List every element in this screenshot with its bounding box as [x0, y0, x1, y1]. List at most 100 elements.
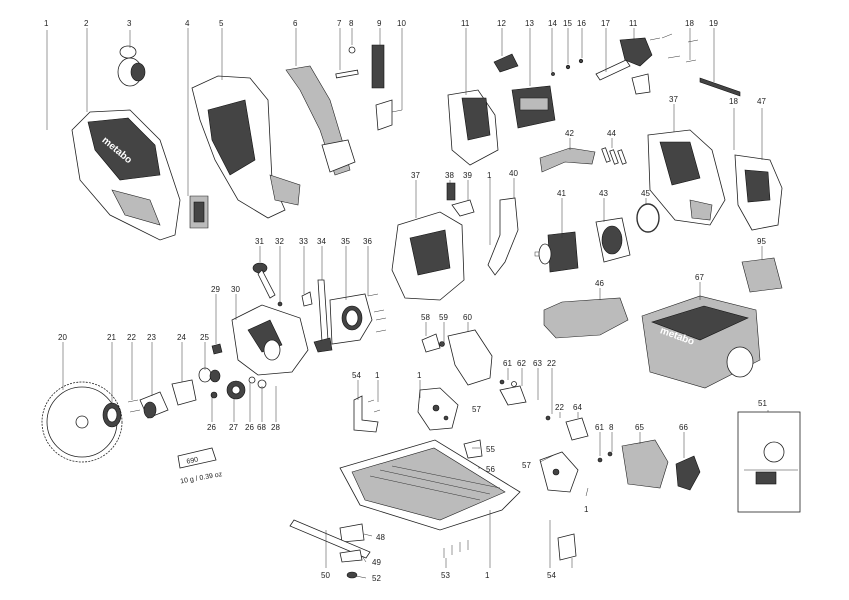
label-16: 16	[577, 19, 586, 28]
bevel-bracket	[417, 387, 459, 431]
screws-36	[367, 293, 387, 333]
guide-bar-parts	[289, 519, 371, 579]
label-68: 68	[257, 423, 266, 432]
left-housing	[391, 211, 465, 301]
handle-grip	[539, 147, 596, 173]
label-61: 61	[503, 359, 512, 368]
label-26b: 26	[245, 423, 254, 432]
base-plate	[339, 439, 521, 531]
clamp-64	[545, 415, 589, 441]
label-1001: 51	[758, 399, 767, 408]
curved-guard	[285, 65, 356, 176]
label-33: 33	[299, 237, 308, 246]
label-2: 2	[84, 19, 89, 28]
handle-housing	[647, 129, 726, 226]
label-7: 7	[337, 19, 342, 28]
label-57b: 57	[522, 461, 531, 470]
label-15: 15	[563, 19, 572, 28]
switch-bar	[595, 37, 653, 95]
leader-lines	[46, 28, 769, 579]
depth-knob-parts	[252, 262, 313, 307]
label-11: 11	[461, 19, 470, 28]
label-53: 1	[485, 571, 490, 580]
blade-guard-housing: metabo	[71, 109, 181, 241]
label-36: 36	[363, 237, 372, 246]
label-37a: 37	[669, 95, 678, 104]
label-49: 52	[372, 574, 381, 583]
grease-tube: 690	[177, 447, 217, 469]
gear-set	[210, 376, 267, 400]
label-4: 4	[185, 19, 190, 28]
label-29: 29	[211, 285, 220, 294]
label-47: 47	[757, 97, 766, 106]
label-57a: 57	[472, 405, 481, 414]
handle-cover	[543, 297, 629, 339]
label-22b: 22	[547, 359, 556, 368]
label-54: 54	[352, 371, 361, 380]
callout-labels: 1 2 3 4 5 6 7 8 9 10 11 12 13 14 15 16 1…	[44, 19, 767, 583]
label-42: 42	[565, 129, 574, 138]
label-37b: 37	[411, 171, 420, 180]
label-31: 31	[255, 237, 264, 246]
label-95: 95	[757, 237, 766, 246]
label-10: 10	[397, 19, 406, 28]
label-24: 24	[177, 333, 186, 342]
ring	[636, 203, 660, 233]
battery-pack: metabo	[641, 295, 761, 389]
housing-back	[734, 154, 783, 231]
lock-parts	[446, 182, 475, 217]
label-62: 62	[517, 359, 526, 368]
small-fasteners	[499, 379, 527, 406]
label-22c: 22	[555, 403, 564, 412]
upper-guard	[191, 75, 301, 219]
label-5: 5	[219, 19, 224, 28]
label-66: 66	[679, 423, 688, 432]
label-1c: 1	[487, 171, 492, 180]
label-65: 65	[635, 423, 644, 432]
label-6: 6	[293, 19, 298, 28]
label-19: 19	[709, 19, 718, 28]
saw-blade	[41, 381, 123, 463]
lever-34	[313, 279, 333, 353]
screws-and-hex-key	[649, 33, 741, 97]
carbon-brushes	[601, 147, 627, 165]
svg-text:690: 690	[186, 456, 199, 465]
pin-spring-set	[335, 44, 393, 131]
label-61b: 61	[595, 423, 604, 432]
guard-plate	[189, 195, 209, 229]
gear-case	[211, 304, 309, 376]
label-25: 25	[200, 333, 209, 342]
label-13: 13	[525, 19, 534, 28]
label-58: 58	[421, 313, 430, 322]
label-67: 67	[695, 273, 704, 282]
label-27: 27	[229, 423, 238, 432]
label-38: 38	[445, 171, 454, 180]
label-55: 55	[486, 445, 495, 454]
label-8: 8	[349, 19, 354, 28]
label-14: 14	[548, 19, 557, 28]
label-39: 39	[463, 171, 472, 180]
label-52: 53	[441, 571, 450, 580]
label-9: 9	[377, 19, 382, 28]
armature	[534, 231, 579, 273]
label-35: 35	[341, 237, 350, 246]
motor-housing-cover	[447, 89, 499, 166]
label-51: 48	[376, 533, 385, 542]
label-50: 49	[372, 558, 381, 567]
label-17: 17	[601, 19, 610, 28]
pad	[741, 257, 783, 293]
inset-detail-1001	[737, 411, 801, 513]
label-18: 18	[685, 19, 694, 28]
bevel-bracket-lower	[539, 451, 579, 493]
label-11b: 11	[629, 19, 638, 28]
stator	[595, 217, 631, 263]
label-60: 60	[463, 313, 472, 322]
label-59: 59	[439, 313, 448, 322]
label-41: 41	[557, 189, 566, 198]
label-28: 28	[271, 423, 280, 432]
label-40: 40	[509, 169, 518, 178]
label-32: 32	[275, 237, 284, 246]
label-44: 44	[607, 129, 616, 138]
lever-part	[487, 197, 519, 276]
